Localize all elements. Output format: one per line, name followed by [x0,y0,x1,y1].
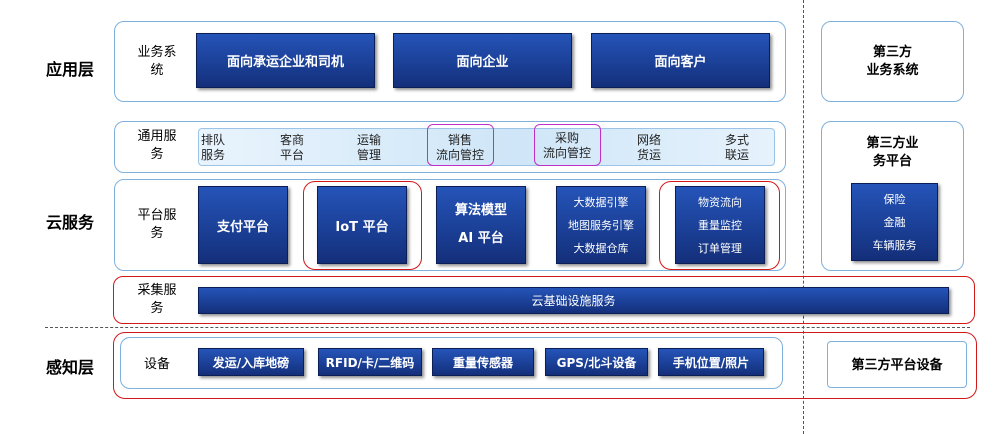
perception-layer-frame [113,332,977,399]
service-transport-line2: 管理 [356,148,381,162]
service-sales: 销售 流向管控 [428,133,492,163]
third-party-devices: 第三方平台设备 [851,358,943,373]
perception-divider [45,327,970,328]
third-party-business-frame [821,21,964,102]
service-procurement: 采购 流向管控 [535,131,599,161]
algorithm-model-label: 算法模型 [454,203,507,218]
service-queue: 排队 服务 [201,133,235,163]
vehicle-services: 车辆服务 [872,238,917,252]
label-devices: 设备 [143,357,170,372]
iot-platform-label: IoT 平台 [335,219,389,235]
third-party-platform-line2: 务平台 [872,154,912,169]
device-weighbridge: 发运/入库地磅 [198,348,304,376]
service-network-line2: 货运 [636,148,661,162]
cloud-infrastructure-bar: 云基础设施服务 [198,287,949,314]
sales-highlight [427,124,494,166]
weight-monitoring: 重量监控 [698,218,742,232]
device-rfid: RFID/卡/二维码 [318,348,422,376]
layer-title-app: 应用层 [46,60,95,79]
third-party-divider [803,0,804,434]
service-transport-line1: 运输 [356,133,381,147]
third-party-services: 保险 金融 车辆服务 [851,183,938,261]
device-gps: GPS/北斗设备 [545,348,648,376]
app-box-carriers: 面向承运企业和司机 [196,33,375,88]
service-merchant-line1: 客商 [279,133,304,147]
service-network-line1: 网络 [636,133,661,147]
app-box-customer: 面向客户 [591,33,770,88]
service-queue-line2: 服务 [201,148,226,162]
label-common-services: 通用服务 [137,129,177,162]
third-party-platform-title: 第三方业 务平台 [821,135,964,171]
third-party-business-line2: 业务系统 [866,63,919,78]
service-multimodal: 多式 联运 [720,133,754,163]
order-management: 订单管理 [698,241,742,255]
algorithm-ai-platform: 算法模型 AI 平台 [436,186,526,264]
label-collection-services: 采集服务 [137,283,177,316]
service-network-freight: 网络 货运 [632,133,666,163]
layer-title-cloud: 云服务 [46,213,95,232]
collection-services-frame [113,276,975,324]
data-engines: 大数据引擎 地图服务引擎 大数据仓库 [556,186,646,264]
procurement-highlight [534,124,601,166]
service-procurement-line2: 流向管控 [542,146,591,160]
material-flow: 物资流向 [698,196,742,210]
iot-platform: IoT 平台 [317,186,407,264]
third-party-devices-frame [827,341,967,388]
service-sales-line1: 销售 [447,133,472,147]
big-data-warehouse: 大数据仓库 [573,241,629,255]
label-platform-services: 平台服务 [137,208,177,241]
common-services-bar [198,128,775,166]
layer-title-perception: 感知层 [46,358,95,377]
ai-platform-label: AI 平台 [458,231,504,246]
service-procurement-line1: 采购 [554,131,579,145]
label-business-systems: 业务系统 [137,45,177,78]
service-queue-line1: 排队 [201,133,226,147]
monitor-highlight [659,181,780,270]
finance: 金融 [883,215,906,229]
service-multimodal-line1: 多式 [724,133,749,147]
device-phone: 手机位置/照片 [658,348,764,376]
service-merchant-line2: 平台 [279,148,304,162]
map-service-engine: 地图服务引擎 [568,218,634,232]
service-transport: 运输 管理 [352,133,386,163]
app-box-enterprise: 面向企业 [393,33,572,88]
device-weight-sensor: 重量传感器 [432,348,534,376]
service-multimodal-line2: 联运 [724,148,749,162]
third-party-platform-line1: 第三方业 [866,136,919,151]
insurance: 保险 [883,193,906,207]
payment-platform: 支付平台 [198,186,288,264]
third-party-business-systems: 第三方 业务系统 [821,44,964,80]
service-sales-line2: 流向管控 [435,148,484,162]
monitoring-services: 物资流向 重量监控 订单管理 [675,186,765,264]
service-merchant: 客商 平台 [275,133,309,163]
big-data-engine: 大数据引擎 [573,196,629,210]
cloud-infrastructure-label: 云基础设施服务 [531,294,616,308]
iot-highlight [303,181,422,270]
third-party-business-line1: 第三方 [872,45,912,60]
